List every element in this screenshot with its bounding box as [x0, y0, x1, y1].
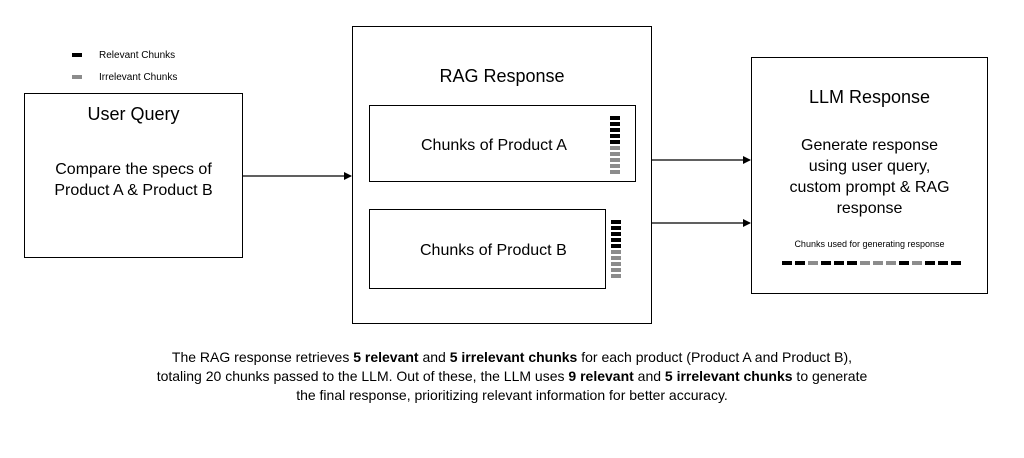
caption-text: for each product (Product A and Product … — [577, 349, 853, 365]
legend-item-relevant: Relevant Chunks — [72, 44, 177, 66]
product-b-chunk-stack — [611, 220, 621, 280]
caption: The RAG response retrieves 5 relevant an… — [0, 348, 1024, 405]
relevant-chunk — [834, 261, 844, 265]
irrelevant-chunk — [610, 170, 620, 174]
llm-response-line: response — [836, 200, 903, 217]
caption-line: totaling 20 chunks passed to the LLM. Ou… — [0, 367, 1024, 386]
relevant-chunk — [951, 261, 961, 265]
relevant-chunk — [782, 261, 792, 265]
irrelevant-chunk — [873, 261, 883, 265]
relevant-chunk — [938, 261, 948, 265]
rag-response-title: RAG Response — [439, 66, 565, 86]
legend-item-irrelevant: Irrelevant Chunks — [72, 66, 177, 88]
relevant-chunk — [847, 261, 857, 265]
relevant-chunk — [611, 238, 621, 242]
relevant-chunk-swatch — [72, 53, 82, 57]
caption-text: the final response, prioritizing relevan… — [296, 387, 728, 403]
irrelevant-chunk — [886, 261, 896, 265]
caption-text: to generate — [792, 368, 868, 384]
relevant-chunk — [611, 244, 621, 248]
caption-emphasis: 5 irrelevant chunks — [449, 349, 578, 365]
caption-text: The RAG response retrieves — [171, 349, 354, 365]
relevant-chunk — [610, 134, 620, 138]
caption-text: and — [418, 349, 450, 365]
relevant-chunk — [610, 116, 620, 120]
relevant-chunk — [610, 140, 620, 144]
llm-response-line: custom prompt & RAG — [789, 179, 950, 196]
user-query-line: Compare the specs of — [55, 161, 212, 178]
product-a-chunks-box: Chunks of Product A — [369, 105, 636, 182]
irrelevant-chunk — [610, 152, 620, 156]
irrelevant-chunk — [611, 274, 621, 278]
caption-text: and — [633, 368, 665, 384]
irrelevant-chunk — [610, 158, 620, 162]
legend-label-irrelevant: Irrelevant Chunks — [99, 71, 178, 83]
relevant-chunk — [610, 128, 620, 132]
relevant-chunk — [611, 226, 621, 230]
product-a-chunk-stack — [610, 116, 620, 176]
relevant-chunk — [899, 261, 909, 265]
user-query-text: Compare the specs of Product A & Product… — [25, 159, 242, 201]
relevant-chunk — [610, 122, 620, 126]
irrelevant-chunk — [610, 164, 620, 168]
llm-response-title: LLM Response — [808, 87, 931, 107]
rag-response-box: RAG Response Chunks of Product A Chunks … — [352, 26, 652, 324]
irrelevant-chunk — [611, 262, 621, 266]
caption-text: totaling 20 chunks passed to the LLM. Ou… — [156, 368, 569, 384]
user-query-line: Product A & Product B — [54, 182, 213, 199]
relevant-chunk — [611, 220, 621, 224]
used-chunks-row — [782, 261, 964, 265]
caption-emphasis: 9 relevant — [568, 368, 634, 384]
irrelevant-chunk-swatch — [72, 75, 82, 79]
product-a-chunks-label: Chunks of Product A — [421, 137, 567, 154]
legend: Relevant Chunks Irrelevant Chunks — [72, 44, 177, 88]
irrelevant-chunk — [912, 261, 922, 265]
caption-line: the final response, prioritizing relevan… — [0, 386, 1024, 405]
irrelevant-chunk — [610, 146, 620, 150]
product-b-chunks-box: Chunks of Product B — [369, 209, 621, 289]
relevant-chunk — [925, 261, 935, 265]
relevant-chunk — [821, 261, 831, 265]
chunks-used-label: Chunks used for generating response — [794, 239, 945, 249]
legend-label-relevant: Relevant Chunks — [99, 49, 176, 61]
user-query-title: User Query — [87, 104, 180, 124]
relevant-chunk — [795, 261, 805, 265]
caption-line: The RAG response retrieves 5 relevant an… — [0, 348, 1024, 367]
irrelevant-chunk — [611, 268, 621, 272]
product-b-chunks-label: Chunks of Product B — [420, 242, 567, 259]
irrelevant-chunk — [860, 261, 870, 265]
caption-emphasis: 5 relevant — [353, 349, 419, 365]
irrelevant-chunk — [808, 261, 818, 265]
relevant-chunk — [611, 232, 621, 236]
llm-response-box: LLM Response Generate response using use… — [751, 57, 988, 294]
irrelevant-chunk — [611, 256, 621, 260]
user-query-box: User Query Compare the specs of Product … — [24, 93, 243, 258]
llm-response-line: using user query, — [808, 158, 931, 175]
llm-response-line: Generate response — [801, 137, 938, 154]
llm-response-text: Generate response using user query, cust… — [752, 135, 987, 219]
caption-emphasis: 5 irrelevant chunks — [664, 368, 793, 384]
irrelevant-chunk — [611, 250, 621, 254]
